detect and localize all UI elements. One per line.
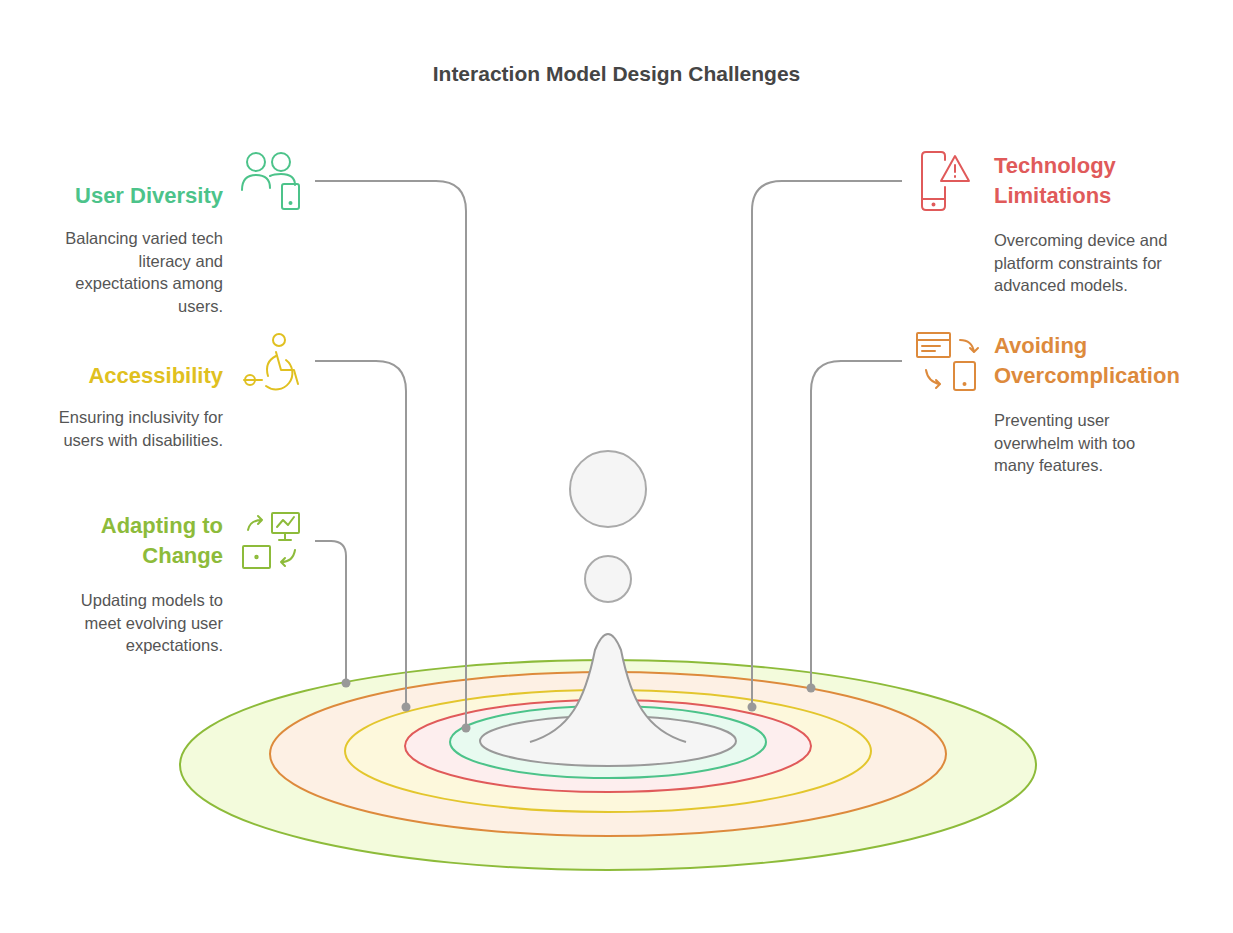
leader-line xyxy=(752,181,902,707)
wheelchair-icon xyxy=(276,352,298,384)
challenge-description: Balancing varied tech literacy and expec… xyxy=(43,227,223,317)
challenge-item: Avoiding OvercomplicationPreventing user… xyxy=(994,331,1209,477)
droplet xyxy=(585,556,631,602)
challenge-item: User DiversityBalancing varied tech lite… xyxy=(23,181,223,317)
arrow-icon xyxy=(960,340,978,352)
monitor-icon xyxy=(277,517,294,540)
challenge-description: Preventing user overwhelm with too many … xyxy=(994,409,1154,477)
leader-dot xyxy=(342,679,351,688)
splash-peak xyxy=(530,634,686,742)
challenge-item: AccessibilityEnsuring inclusivity for us… xyxy=(13,361,223,451)
leader-dot xyxy=(402,703,411,712)
challenge-item: Technology LimitationsOvercoming device … xyxy=(994,151,1204,297)
challenge-heading: Technology Limitations xyxy=(994,151,1204,211)
leader-dot xyxy=(462,724,471,733)
person-icon xyxy=(247,153,265,171)
window-icon xyxy=(917,333,950,357)
leader-line xyxy=(315,541,346,683)
leader-line xyxy=(811,361,902,688)
challenge-description: Ensuring inclusivity for users with disa… xyxy=(28,406,223,451)
wheelchair-icon xyxy=(266,360,292,389)
window-icon xyxy=(917,340,950,351)
leader-line xyxy=(315,181,466,728)
challenge-item: Adapting to ChangeUpdating models to mee… xyxy=(23,511,223,657)
leader-line xyxy=(315,361,406,707)
arrow-icon xyxy=(281,550,295,566)
diagram-title: Interaction Model Design Challenges xyxy=(0,62,1233,86)
leader-dot xyxy=(748,703,757,712)
phone-icon xyxy=(964,383,966,385)
phone-icon xyxy=(290,202,292,204)
warning-icon xyxy=(941,156,969,181)
challenge-heading: User Diversity xyxy=(23,181,223,211)
wheelchair-icon xyxy=(244,379,262,381)
wheelchair-icon xyxy=(273,334,285,346)
person-icon xyxy=(272,153,290,171)
challenge-heading: Accessibility xyxy=(13,361,223,391)
person-icon xyxy=(242,175,270,190)
challenge-description: Updating models to meet evolving user ex… xyxy=(53,589,223,657)
arrow-icon xyxy=(926,370,940,388)
challenge-heading: Avoiding Overcomplication xyxy=(994,331,1209,391)
wheelchair-icon xyxy=(267,356,276,376)
warning-icon xyxy=(954,165,956,177)
droplet xyxy=(570,451,646,527)
challenge-description: Overcoming device and platform constrain… xyxy=(994,229,1194,297)
screen-icon xyxy=(243,546,270,568)
phone-icon xyxy=(922,198,945,200)
phone-icon xyxy=(954,362,975,390)
leader-dot xyxy=(807,684,816,693)
arrow-icon xyxy=(248,516,262,530)
screen-icon xyxy=(255,556,257,558)
challenge-heading: Adapting to Change xyxy=(23,511,223,571)
phone-icon xyxy=(282,184,299,209)
phone-icon xyxy=(933,204,935,206)
wheelchair-icon xyxy=(245,375,255,385)
